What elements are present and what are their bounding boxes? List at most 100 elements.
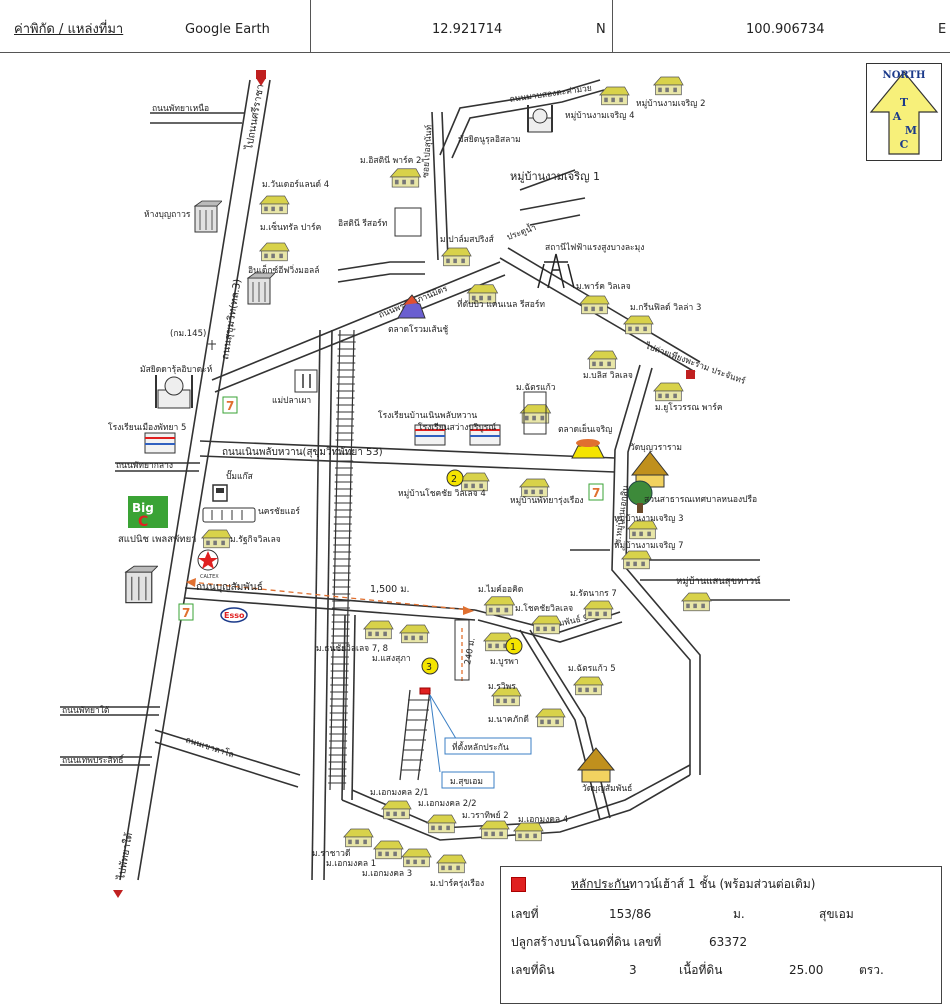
svg-text:CALTEX: CALTEX [200, 574, 219, 580]
place-label: สวนสาธารณเทศบาลหนองปรือ [644, 494, 757, 505]
coord-source: Google Earth [185, 22, 270, 37]
house-number-label: เลขที่ [511, 907, 539, 921]
svg-text:2: 2 [451, 474, 457, 485]
house-icon [389, 168, 422, 188]
house-icon [623, 315, 654, 335]
department-store-icon [194, 200, 222, 233]
house-icon [587, 350, 618, 370]
seven-eleven-logo: 7 [178, 603, 194, 621]
place-label: นครชัยแอร์ [258, 506, 300, 517]
village-label: ม.สุขเอม [450, 777, 483, 787]
place-label: ม.นาคภักดี [488, 714, 529, 725]
house-icon [535, 708, 566, 728]
location-map: document.write(''); 1,500 ม. 240 ม. ที่ต… [60, 70, 790, 898]
road-label: ถนนบุญสัมพันธ์ [196, 581, 263, 593]
place-label: ม.เอกมงคล 2/2 [418, 799, 477, 809]
big-c-logo: Big C [128, 496, 168, 530]
coordinate-header: ค่าพิกัด / แหล่งที่มา Google Earth 12.92… [0, 0, 950, 53]
mall-icon [247, 272, 275, 305]
house-icon [531, 615, 562, 635]
place-label: วัดบุญสัมพันธ์ [582, 783, 632, 794]
place-label: ม.รวิพร [488, 682, 516, 692]
latitude-direction: N [596, 22, 606, 37]
house-icon [363, 620, 394, 640]
north-indicator: NORTH T A M C [866, 63, 942, 161]
place-label: ม.แสงสุภา [372, 654, 411, 664]
place-label: ม.ราชาวดี [312, 848, 350, 859]
house-icon [599, 86, 630, 106]
house-icon [621, 550, 652, 570]
place-label: ม.รัฐกิจวิลเลจ [230, 535, 281, 545]
legend-label: หลักประกัน [571, 877, 630, 891]
house-icon [681, 592, 712, 612]
house-icon [201, 529, 232, 549]
north-word: NORTH [883, 70, 926, 81]
collateral-marker[interactable] [419, 687, 431, 695]
school-icon [144, 432, 176, 454]
coord-label[interactable]: ค่าพิกัด / แหล่งที่มา [14, 22, 124, 37]
railway-ties [328, 334, 356, 784]
place-label: อินเด็กซ์อีฟวิ่งมอลล์ [248, 264, 319, 276]
road-label: ซอยไปอสุนันท์ [420, 124, 435, 178]
north-arrow-icon: NORTH T A M C [869, 70, 939, 155]
place-label: ม.บลิส วิลเลจ [583, 371, 633, 381]
marker-2[interactable]: 2 [446, 469, 464, 487]
svg-text:Esso: Esso [224, 611, 245, 620]
place-label: ม.วราทิพย์ 2 [462, 810, 509, 821]
house-icon [259, 195, 290, 215]
place-label: ม.ฉัตรแก้ว 5 [568, 663, 616, 674]
seven-eleven-logo: 7 [588, 483, 604, 501]
sukhumvit-road [119, 79, 251, 881]
marker-3[interactable]: 3 [421, 657, 439, 675]
svg-text:C: C [138, 514, 148, 530]
svg-text:Big: Big [132, 501, 154, 515]
place-label: ม.วันเดอร์แลนด์ 4 [262, 179, 329, 190]
house-icon [573, 676, 604, 696]
road-label: ไปถนนศรีราชา [243, 83, 266, 151]
house-icon [579, 295, 610, 315]
svg-text:3: 3 [426, 662, 432, 673]
house-icon [399, 624, 430, 644]
house-icon [483, 596, 516, 616]
apartment-icon [125, 565, 158, 604]
school-icon [469, 424, 501, 446]
market-icon [571, 439, 605, 459]
place-label: ม.โชคชัยวิลเลจ [515, 603, 573, 614]
header-divider [310, 0, 311, 52]
tree-icon [627, 480, 653, 513]
distance-line [189, 581, 471, 611]
mosque-icon [527, 105, 553, 133]
longitude-direction: E [938, 22, 947, 37]
distance-label: 240 ม. [463, 637, 478, 666]
place-label: มัสยิดดารุ้ลอิบาดะห์ [140, 364, 212, 375]
place-label: หมู่บ้านงามเจริญ 2 [636, 98, 706, 109]
place-label: ม.เอกมงคล 2/1 [370, 788, 429, 798]
road-label: ถนนเขาตาโล [184, 734, 235, 760]
place-label: วัดบุญวราราม [630, 443, 682, 453]
place-label: ม.กรีนฟิลด์ วิลล่า 3 [630, 302, 701, 313]
header-divider [612, 0, 613, 52]
place-label: ปั๊มแก๊ส [226, 469, 254, 482]
place-label: ม.พาร์ค วิลเลจ [576, 281, 631, 292]
marker-1[interactable]: 1 [505, 637, 523, 655]
caltex-logo: CALTEX [197, 549, 219, 580]
svg-text:7: 7 [182, 606, 190, 620]
deed-value: 63372 [709, 935, 748, 949]
area-value: 25.00 [789, 963, 824, 977]
road-label: ถนนพัทยาใต้ [62, 705, 109, 716]
north-letter: M [905, 124, 917, 137]
road-label: ถนนพัทยาเหนือ [152, 103, 209, 114]
power-station-icon [537, 253, 575, 289]
land-number-label: เลขที่ดิน [511, 963, 555, 977]
distance-label: 1,500 ม. [370, 584, 410, 595]
place-label: ม.เอกมงคล 1 [326, 859, 376, 869]
house-icon [381, 800, 412, 820]
area-unit: ตรว. [859, 963, 884, 977]
temple-icon [576, 747, 616, 783]
place-label: แม่ปลาเผา [272, 396, 311, 406]
place-label: ม.เซ็นทรัล ปาร์ค [260, 221, 321, 233]
house-number-value: 153/86 [609, 907, 652, 921]
collateral-info-panel: หลักประกัน ทาวน์เฮ้าส์ 1 ชั้น (พร้อมส่วน… [500, 866, 942, 1004]
direction-marker [686, 370, 695, 379]
svg-text:7: 7 [592, 486, 600, 500]
